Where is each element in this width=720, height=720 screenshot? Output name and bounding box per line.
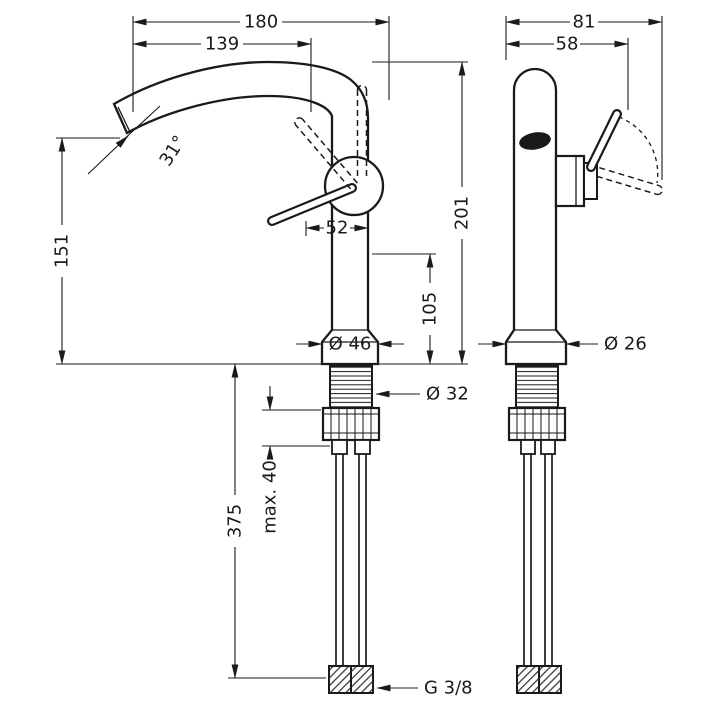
dimension-handle-width-52: 52 — [305, 218, 369, 239]
dimension-total-reach-180: 180 — [132, 12, 390, 112]
side-lever-alt-position — [596, 116, 663, 196]
dimension-connection-thread-g38: G 3/8 — [376, 678, 473, 699]
side-hose-fitting-left — [520, 439, 536, 455]
dimension-hose-length-375: 375 — [225, 363, 326, 679]
dim-body-depth-label: 58 — [556, 34, 579, 55]
dimension-outlet-height-105: 105 — [372, 253, 441, 365]
front-spout-tip-inner-line — [117, 106, 131, 133]
dim-total-height-label: 201 — [452, 196, 473, 230]
front-hose-fitting-right — [354, 439, 371, 455]
front-mounting-nut — [321, 406, 381, 442]
side-spout-outlet — [519, 132, 551, 150]
dimension-shank-diameter-32: Ø 32 — [375, 384, 469, 405]
front-hose-fitting-left — [331, 439, 348, 455]
dimension-body-depth-58: 58 — [505, 34, 629, 110]
dim-handle-width-label: 52 — [326, 218, 349, 239]
dim-side-base-diameter-label: Ø 26 — [604, 334, 647, 355]
dim-max-deck-thickness-label: max. 40 — [260, 460, 281, 534]
dim-outlet-height-label: 105 — [420, 292, 441, 326]
front-hose-connectors — [328, 665, 374, 694]
dimension-max-deck-thickness-40: max. 40 — [260, 386, 330, 534]
dim-base-diameter-label: Ø 46 — [329, 334, 372, 355]
dimension-spout-reach-139: 139 — [132, 34, 312, 112]
front-view: 180 139 31° 151 201 — [52, 12, 473, 699]
side-hose-connectors — [516, 665, 562, 694]
side-view: 81 58 Ø 26 — [478, 12, 663, 694]
dimension-base-diameter-46: Ø 46 — [296, 334, 404, 355]
front-lever-alt-diagonal — [294, 117, 358, 190]
side-hose-fitting-right — [540, 439, 556, 455]
dim-hose-length-label: 375 — [225, 504, 246, 538]
dimension-spout-height-151: 151 — [52, 137, 322, 365]
front-threaded-shank — [329, 365, 373, 409]
dim-spout-angle-label: 31° — [156, 132, 191, 170]
front-supply-hoses — [335, 454, 367, 666]
side-valve-housing — [554, 154, 586, 208]
front-lever-fill — [269, 185, 355, 224]
side-lever-fill — [588, 111, 620, 170]
front-spout-body-outline — [112, 60, 380, 366]
dim-spout-reach-label: 139 — [205, 34, 239, 55]
dim-total-reach-label: 180 — [244, 12, 278, 33]
front-lever-alt-vertical — [356, 84, 368, 180]
dim-shank-diameter-label: Ø 32 — [426, 384, 469, 405]
dim-total-depth-label: 81 — [573, 12, 596, 33]
side-body-outline — [504, 67, 568, 366]
dim-spout-height-label: 151 — [52, 234, 73, 268]
dimension-side-base-diameter-26: Ø 26 — [478, 334, 647, 355]
dimension-total-depth-81: 81 — [505, 12, 663, 180]
dimension-total-height-201: 201 — [372, 61, 473, 365]
side-supply-hoses — [523, 454, 553, 666]
side-mounting-nut — [507, 406, 567, 442]
side-threaded-shank — [515, 365, 559, 409]
dim-connection-thread-label: G 3/8 — [424, 678, 473, 699]
